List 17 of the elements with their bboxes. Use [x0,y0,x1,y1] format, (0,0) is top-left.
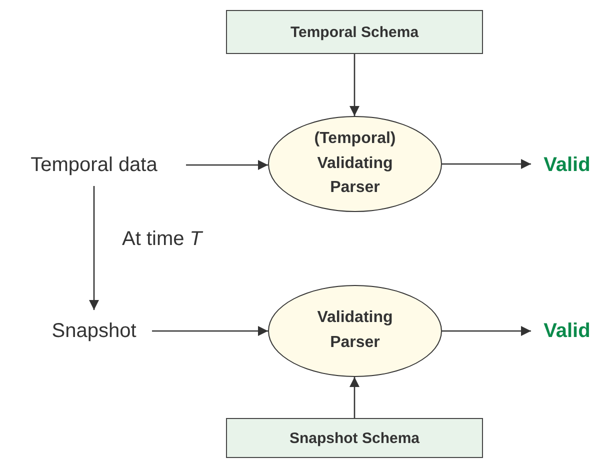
result-text: Valid [544,154,590,176]
result-text: Valid [544,320,590,342]
arrow [442,159,531,169]
arrow [350,54,360,116]
arrow [350,377,360,418]
node-label: Validating Parser [316,308,394,353]
schema-box [226,418,483,458]
node-label: Temporal Schema [290,24,419,40]
input-text: Temporal data [30,154,158,176]
arrow [89,186,99,310]
input-text: Snapshot [52,320,136,342]
arrow [442,326,531,336]
node-label: Snapshot Schema [289,430,420,446]
node-label: (Temporal) Validating Parser [313,128,397,198]
schema-box [226,10,483,54]
arrow [152,326,268,336]
arrow [186,160,268,170]
